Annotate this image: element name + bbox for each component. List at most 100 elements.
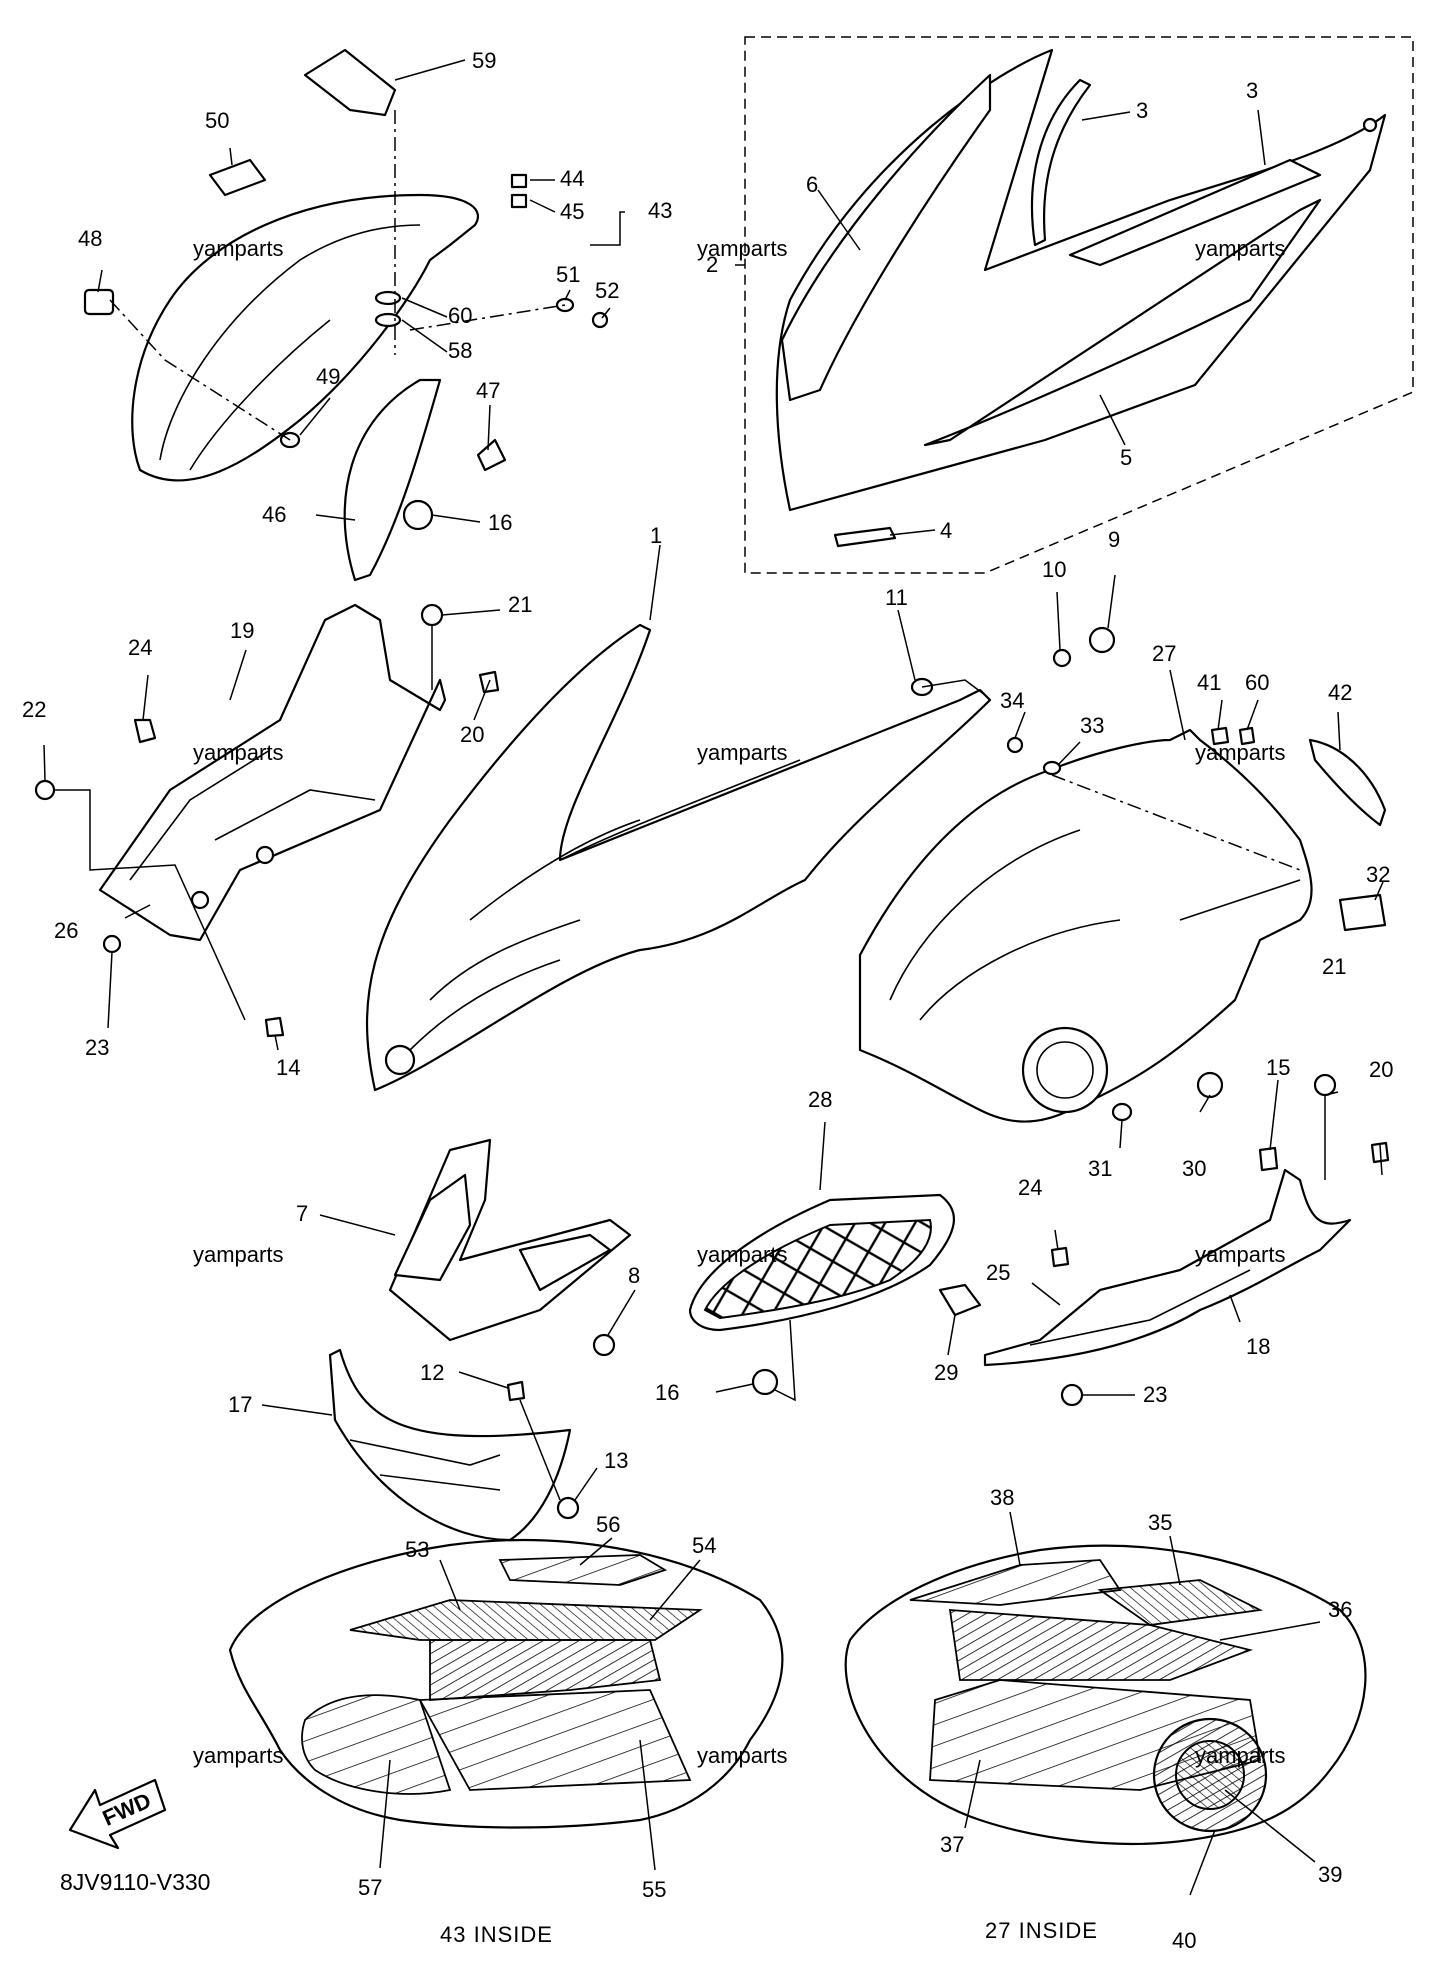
watermark: yamparts	[193, 1743, 283, 1768]
callout-21b: 21	[1322, 954, 1346, 979]
callout-20a: 20	[460, 722, 484, 747]
callout-48: 48	[78, 226, 102, 251]
watermarks: yamparts yamparts yamparts yamparts yamp…	[193, 236, 1285, 1768]
watermark: yamparts	[193, 1242, 283, 1267]
callout-9: 9	[1108, 527, 1120, 552]
decal-5	[923, 198, 1322, 447]
callout-27: 27	[1152, 641, 1176, 666]
callout-18: 18	[1246, 1334, 1270, 1359]
callout-29: 29	[934, 1360, 958, 1385]
callout-47: 47	[476, 378, 500, 403]
watermark: yamparts	[193, 740, 283, 765]
washer-58	[374, 312, 402, 328]
washer-10	[1052, 648, 1072, 668]
callout-24a: 24	[128, 635, 152, 660]
lower-cowl-17	[328, 1348, 580, 1542]
callout-53: 53	[405, 1537, 429, 1562]
callout-23b: 23	[1143, 1382, 1167, 1407]
callout-60b: 60	[1245, 670, 1269, 695]
caption-43-inside: 43 INSIDE	[440, 1922, 553, 1947]
watermark: yamparts	[1195, 740, 1285, 765]
callout-15: 15	[1266, 1055, 1290, 1080]
callout-labels: 1 2 3 3 4 5 6 7 8 9 10 11 12 13 14 15 16…	[22, 48, 1393, 1953]
fwd-arrow-icon: FWD	[68, 1778, 167, 1850]
watermark: yamparts	[1195, 236, 1285, 261]
screw-21b	[1313, 1073, 1337, 1097]
callout-51: 51	[556, 262, 580, 287]
side-cowl-1	[365, 623, 1116, 1092]
callout-16b: 16	[655, 1380, 679, 1405]
decal-set-box	[744, 36, 1414, 574]
callout-43: 43	[648, 198, 672, 223]
decal-38	[909, 1559, 1122, 1606]
callout-46: 46	[262, 502, 286, 527]
callout-2: 2	[706, 252, 718, 277]
watermark: yamparts	[193, 236, 283, 261]
callout-49: 49	[316, 364, 340, 389]
front-cowl-27	[858, 726, 1387, 1123]
nut-24b	[1050, 1246, 1070, 1268]
callout-34: 34	[1000, 688, 1024, 713]
watermark: yamparts	[1195, 1743, 1285, 1768]
caption-27-inside: 27 INSIDE	[985, 1918, 1098, 1943]
screw-23a	[102, 934, 122, 954]
callout-39: 39	[1318, 1862, 1342, 1887]
callout-3a: 3	[1136, 98, 1148, 123]
callout-14: 14	[276, 1055, 300, 1080]
callout-38: 38	[990, 1485, 1014, 1510]
callout-21a: 21	[508, 592, 532, 617]
decal-35	[1097, 1579, 1264, 1626]
duct-46	[343, 378, 442, 582]
callout-41: 41	[1197, 670, 1221, 695]
nut-41	[1210, 726, 1230, 746]
decal-3a	[1030, 78, 1092, 247]
screw-9	[1088, 626, 1116, 654]
washer-51	[555, 297, 575, 313]
inside-view-27	[844, 1544, 1367, 1846]
nut-24a	[133, 718, 157, 744]
cover-42	[1308, 738, 1387, 827]
callout-30: 30	[1182, 1156, 1206, 1181]
nut-12	[506, 1380, 526, 1402]
screw-23b	[1060, 1383, 1084, 1407]
emblem-45	[510, 193, 528, 209]
screw-30	[1196, 1071, 1224, 1099]
nut-14	[264, 1016, 285, 1038]
nut-15	[1258, 1146, 1279, 1172]
grommet-16	[402, 499, 434, 531]
callout-23a: 23	[85, 1035, 109, 1060]
callout-60a: 60	[448, 303, 472, 328]
decal-54	[429, 1639, 662, 1701]
watermark: yamparts	[697, 236, 787, 261]
callout-50: 50	[205, 108, 229, 133]
callout-44: 44	[560, 166, 584, 191]
callout-7: 7	[296, 1201, 308, 1226]
callout-36: 36	[1328, 1597, 1352, 1622]
callout-35: 35	[1148, 1510, 1172, 1535]
callout-8: 8	[628, 1263, 640, 1288]
decal-56	[498, 1554, 668, 1586]
callout-52: 52	[595, 278, 619, 303]
callout-10: 10	[1042, 557, 1066, 582]
washer-60a	[374, 290, 402, 306]
inner-panel-19	[34, 603, 500, 1038]
callout-19: 19	[230, 618, 254, 643]
damper-50	[208, 158, 267, 197]
lower-cowl-7	[388, 1138, 632, 1357]
callout-24b: 24	[1018, 1175, 1042, 1200]
diagram-code: 8JV9110-V330	[60, 1869, 210, 1895]
decal-36	[948, 1609, 1254, 1681]
callout-22: 22	[22, 697, 46, 722]
callout-40: 40	[1172, 1928, 1196, 1953]
watermark: yamparts	[697, 1242, 787, 1267]
clip-47	[476, 438, 507, 472]
emblem-44	[510, 173, 528, 189]
callout-3b: 3	[1246, 78, 1258, 103]
callout-26: 26	[54, 918, 78, 943]
callout-31: 31	[1088, 1156, 1112, 1181]
inside-view-43	[228, 1539, 784, 1829]
watermark: yamparts	[697, 740, 787, 765]
washer-31	[1111, 1102, 1133, 1122]
callout-13: 13	[604, 1448, 628, 1473]
callout-11: 11	[885, 585, 908, 610]
